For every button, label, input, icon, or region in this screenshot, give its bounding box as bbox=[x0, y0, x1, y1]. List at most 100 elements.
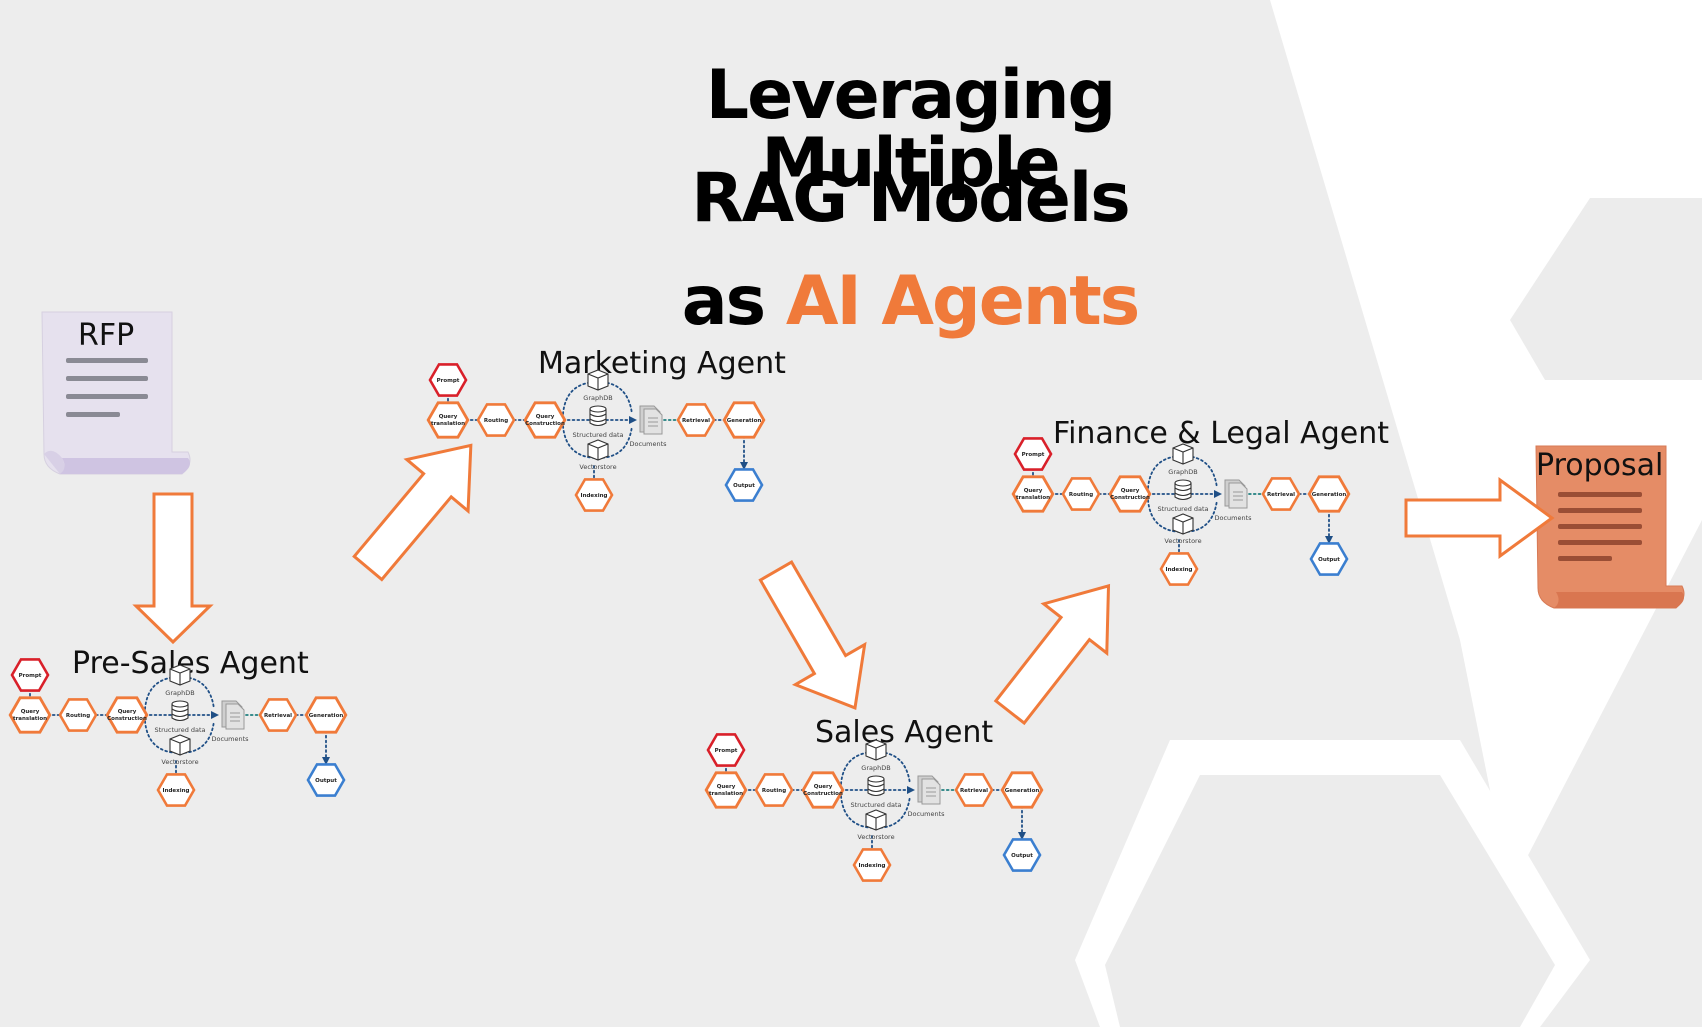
structured-data-text: Structured data bbox=[850, 801, 901, 809]
routing-text: Routing bbox=[66, 713, 90, 719]
generation-text: Generation bbox=[1005, 788, 1040, 794]
structured-data-text: Structured data bbox=[572, 431, 623, 439]
query-construction-text-1: Query bbox=[118, 709, 137, 715]
prompt-text: Prompt bbox=[715, 748, 738, 754]
vectorstore-text: Vectorstore bbox=[161, 758, 198, 766]
indexing-text: Indexing bbox=[859, 863, 886, 869]
arrow-marketing-to-sales bbox=[758, 560, 867, 710]
generation-text: Generation bbox=[1312, 492, 1347, 498]
documents-icon bbox=[639, 405, 663, 435]
query-translation-node bbox=[704, 771, 748, 809]
query-construction-text-2: Construction bbox=[803, 791, 843, 797]
vectorstore-icon bbox=[169, 734, 191, 756]
prompt-text: Prompt bbox=[437, 378, 460, 384]
title-line-3-prefix: as bbox=[681, 262, 786, 341]
output-text: Output bbox=[733, 483, 755, 489]
vectorstore-icon bbox=[587, 439, 609, 461]
prompt-text: Prompt bbox=[19, 673, 42, 679]
structured-data-text: Structured data bbox=[154, 726, 205, 734]
indexing-text: Indexing bbox=[163, 788, 190, 794]
query-translation-text-2: translation bbox=[1016, 495, 1050, 501]
query-construction-node bbox=[1108, 475, 1152, 513]
documents-icon bbox=[917, 775, 941, 805]
generation-text: Generation bbox=[727, 418, 762, 424]
query-construction-text-1: Query bbox=[536, 414, 555, 420]
graphdb-text: GraphDB bbox=[165, 689, 194, 697]
graphdb-text: GraphDB bbox=[861, 764, 890, 772]
structured-data-icon bbox=[1174, 479, 1192, 501]
structured-data-text: Structured data bbox=[1157, 505, 1208, 513]
agent-label-sales: Sales Agent bbox=[815, 715, 994, 750]
query-construction-node bbox=[105, 696, 149, 734]
graphdb-icon bbox=[587, 369, 609, 391]
documents-icon bbox=[221, 700, 245, 730]
bg-hex-inner bbox=[1510, 198, 1702, 380]
proposal-label: Proposal bbox=[1536, 448, 1664, 483]
title-line-3-accent: AI Agents bbox=[785, 262, 1140, 341]
title-line-1: Leveraging Multiple bbox=[705, 56, 1116, 203]
vectorstore-text: Vectorstore bbox=[579, 463, 616, 471]
documents-text: Documents bbox=[629, 440, 667, 448]
query-translation-node bbox=[1011, 475, 1055, 513]
graphdb-icon bbox=[865, 739, 887, 761]
retrieval-text: Retrieval bbox=[960, 788, 988, 794]
documents-text: Documents bbox=[1214, 514, 1252, 522]
query-translation-text-1: Query bbox=[21, 709, 40, 715]
arrow-sales-to-finance bbox=[993, 583, 1111, 726]
output-text: Output bbox=[1011, 853, 1033, 859]
documents-text: Documents bbox=[907, 810, 945, 818]
graphdb-icon bbox=[169, 664, 191, 686]
graphdb-text: GraphDB bbox=[583, 394, 612, 402]
title-line-2: RAG Models bbox=[691, 159, 1130, 238]
query-construction-text-2: Construction bbox=[1110, 495, 1150, 501]
structured-data-icon bbox=[171, 700, 189, 722]
query-translation-text-2: translation bbox=[709, 791, 743, 797]
agent-label-finance-legal: Finance & Legal Agent bbox=[1053, 416, 1389, 451]
indexing-text: Indexing bbox=[581, 493, 608, 499]
query-construction-text-1: Query bbox=[814, 784, 833, 790]
structured-data-icon bbox=[589, 405, 607, 427]
query-translation-text-1: Query bbox=[717, 784, 736, 790]
rfp-document-icon bbox=[41, 311, 191, 475]
routing-text: Routing bbox=[484, 418, 508, 424]
graphdb-text: GraphDB bbox=[1168, 468, 1197, 476]
retrieval-text: Retrieval bbox=[264, 713, 292, 719]
agent-label-marketing: Marketing Agent bbox=[538, 346, 786, 381]
documents-text: Documents bbox=[211, 735, 249, 743]
vectorstore-icon bbox=[865, 809, 887, 831]
query-translation-text-2: translation bbox=[13, 716, 47, 722]
output-text: Output bbox=[1318, 557, 1340, 563]
indexing-text: Indexing bbox=[1166, 567, 1193, 573]
routing-text: Routing bbox=[762, 788, 786, 794]
graphdb-icon bbox=[1172, 443, 1194, 465]
rfp-label: RFP bbox=[78, 318, 135, 353]
vectorstore-icon bbox=[1172, 513, 1194, 535]
structured-data-icon bbox=[867, 775, 885, 797]
documents-icon bbox=[1224, 479, 1248, 509]
generation-text: Generation bbox=[309, 713, 344, 719]
arrow-rfp-to-presales bbox=[132, 492, 214, 645]
query-construction-text-2: Construction bbox=[107, 716, 147, 722]
query-construction-text-1: Query bbox=[1121, 488, 1140, 494]
query-translation-text-1: Query bbox=[439, 414, 458, 420]
query-construction-node bbox=[523, 401, 567, 439]
proposal-document-icon bbox=[1535, 445, 1685, 609]
bg-hex-bottom-inner bbox=[1105, 775, 1555, 1027]
vectorstore-text: Vectorstore bbox=[1164, 537, 1201, 545]
prompt-text: Prompt bbox=[1022, 452, 1045, 458]
arrow-finance-to-proposal bbox=[1404, 477, 1555, 559]
retrieval-text: Retrieval bbox=[682, 418, 710, 424]
title-line-3: as AI Agents bbox=[560, 268, 1260, 336]
query-translation-node bbox=[426, 401, 470, 439]
query-translation-text-2: translation bbox=[431, 421, 465, 427]
query-construction-node bbox=[801, 771, 845, 809]
routing-text: Routing bbox=[1069, 492, 1093, 498]
retrieval-text: Retrieval bbox=[1267, 492, 1295, 498]
